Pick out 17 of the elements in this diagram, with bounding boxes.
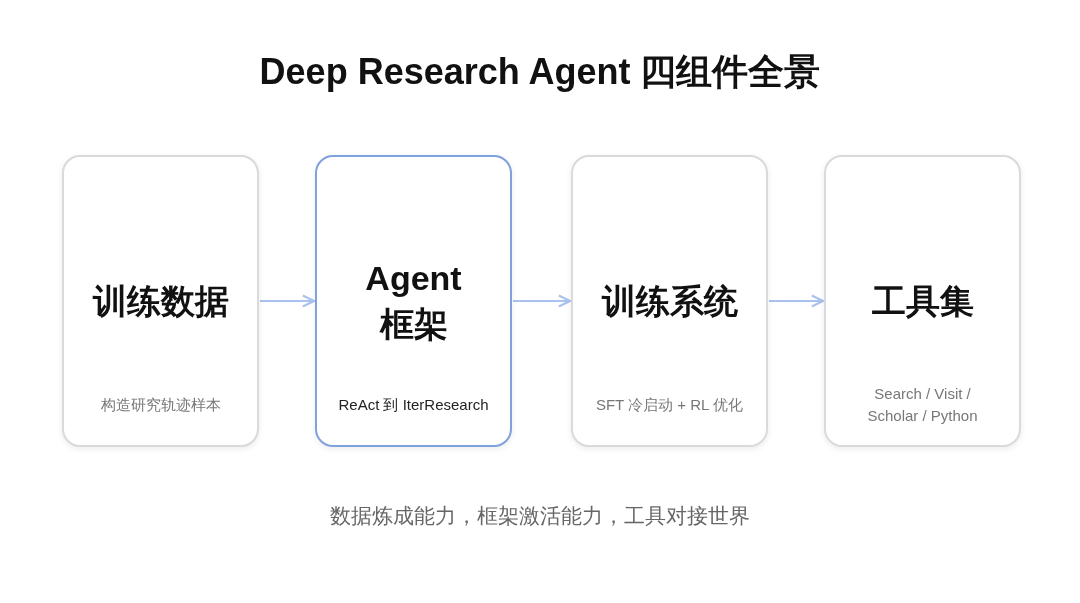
component-card	[62, 155, 259, 447]
caption: 数据炼成能力，框架激活能力，工具对接世界	[330, 503, 750, 529]
component-description: SFT 冷启动 + RL 优化	[595, 395, 744, 416]
component-description: ReAct 到 IterResearch	[338, 395, 489, 416]
diagram-title: Deep Research Agent 四组件全景	[259, 50, 821, 94]
component-card	[571, 155, 768, 447]
component-card	[824, 155, 1021, 447]
arrow	[768, 294, 825, 308]
arrow	[259, 294, 316, 308]
component-name: 工具集	[871, 281, 974, 323]
component-card	[315, 155, 512, 447]
component-name: 训练数据	[92, 281, 229, 323]
component-name: Agent 框架	[364, 258, 463, 345]
component-description: 构造研究轨迹样本	[100, 395, 221, 416]
component-description: Search / Visit / Scholar / Python	[866, 384, 979, 426]
arrow	[512, 294, 572, 308]
component-name: 训练系统	[601, 281, 738, 323]
